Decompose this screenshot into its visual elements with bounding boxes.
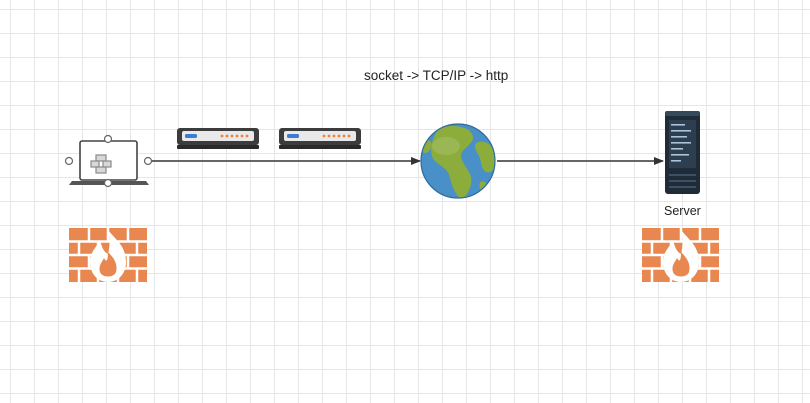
selection-handle-left[interactable]	[64, 156, 74, 166]
server-icon	[665, 111, 700, 194]
firewall-icon	[69, 228, 147, 282]
selection-handle-right[interactable]	[143, 156, 153, 166]
firewall-left[interactable]	[69, 228, 147, 282]
server-node[interactable]	[665, 111, 700, 194]
internet-node[interactable]	[420, 123, 496, 200]
firewall-icon	[642, 228, 719, 282]
protocol-stack-label: socket -> TCP/IP -> http	[364, 68, 509, 83]
server-label: Server	[664, 204, 701, 218]
laptop-node[interactable]	[64, 134, 153, 188]
firewall-right[interactable]	[642, 228, 719, 282]
selection-handles[interactable]	[64, 134, 153, 188]
selection-handle-bottom[interactable]	[103, 178, 113, 188]
router-1[interactable]	[177, 128, 259, 149]
router-icon	[279, 128, 361, 149]
router-2[interactable]	[279, 128, 361, 149]
globe-icon	[420, 123, 496, 199]
router-icon	[177, 128, 259, 149]
selection-handle-top[interactable]	[103, 134, 113, 144]
laptop-icon	[69, 140, 149, 185]
